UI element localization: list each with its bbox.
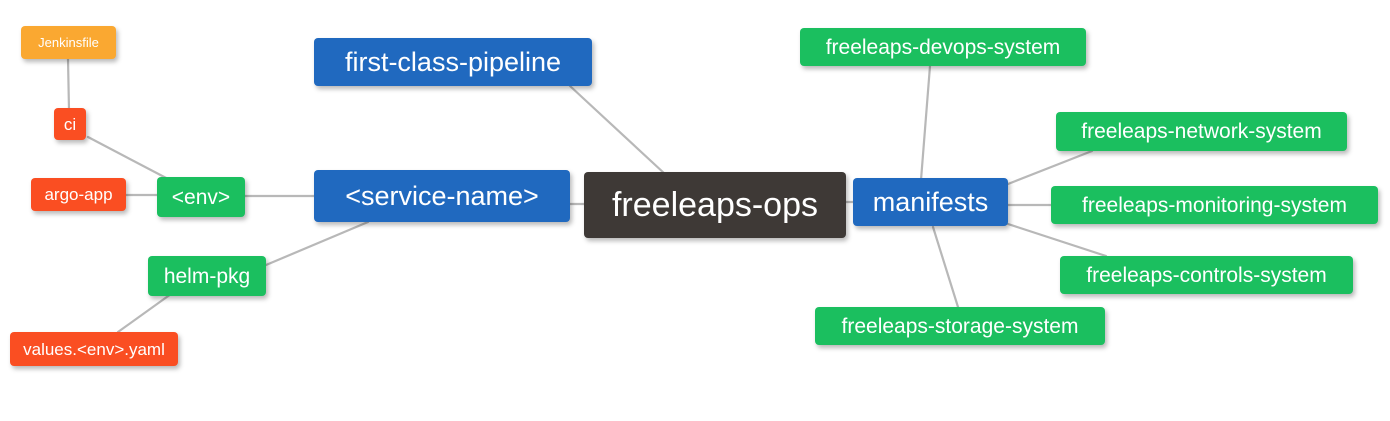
edge-service-name-helm-pkg — [264, 220, 370, 267]
node-label-freeleaps-network-system: freeleaps-network-system — [1081, 120, 1322, 143]
edge-root-first-class-pipeline — [568, 84, 667, 176]
node-freeleaps-controls-system[interactable]: freeleaps-controls-system — [1060, 256, 1353, 294]
edge-helm-pkg-values-yaml — [116, 292, 173, 334]
node-label-helm-pkg: helm-pkg — [163, 264, 251, 288]
node-manifests[interactable]: manifests — [853, 178, 1008, 226]
node-label-jenkinsfile: Jenkinsfile — [38, 35, 99, 50]
node-values-env-yaml[interactable]: values.<env>.yaml — [10, 332, 178, 366]
edge-manifests-devops-system — [919, 64, 932, 182]
node-freeleaps-ops[interactable]: freeleaps-ops — [584, 172, 846, 238]
node-argo-app[interactable]: argo-app — [31, 178, 126, 211]
node-freeleaps-storage-system[interactable]: freeleaps-storage-system — [815, 307, 1105, 345]
node-jenkinsfile[interactable]: Jenkinsfile — [21, 26, 116, 59]
node-label-freeleaps-monitoring-system: freeleaps-monitoring-system — [1082, 193, 1347, 217]
edge-env-ci — [86, 135, 172, 182]
node-label-values-env-yaml: values.<env>.yaml — [23, 339, 165, 359]
node-freeleaps-network-system[interactable]: freeleaps-network-system — [1056, 112, 1347, 151]
edge-manifests-storage-system — [931, 225, 960, 309]
edge-ci-jenkinsfile — [66, 57, 71, 112]
node-label-ci: ci — [63, 114, 77, 134]
node-label-first-class-pipeline: first-class-pipeline — [344, 46, 562, 77]
node-ci[interactable]: ci — [54, 108, 86, 140]
node-label-freeleaps-controls-system: freeleaps-controls-system — [1086, 263, 1327, 287]
node-freeleaps-devops-system[interactable]: freeleaps-devops-system — [800, 28, 1086, 66]
node-helm-pkg[interactable]: helm-pkg — [148, 256, 266, 296]
node-label-service-name: <service-name> — [345, 180, 539, 211]
node-label-freeleaps-ops: freeleaps-ops — [611, 186, 818, 224]
node-label-freeleaps-devops-system: freeleaps-devops-system — [825, 35, 1061, 59]
node-label-argo-app: argo-app — [44, 185, 113, 204]
node-label-freeleaps-storage-system: freeleaps-storage-system — [841, 314, 1079, 338]
node-label-env: <env> — [171, 185, 231, 209]
node-env[interactable]: <env> — [157, 177, 245, 217]
node-label-manifests: manifests — [872, 186, 989, 217]
node-freeleaps-monitoring-system[interactable]: freeleaps-monitoring-system — [1051, 186, 1378, 224]
node-service-name[interactable]: <service-name> — [314, 170, 570, 222]
edge-manifests-controls-system — [1006, 222, 1108, 258]
edge-manifests-network-system — [1006, 149, 1094, 186]
node-first-class-pipeline[interactable]: first-class-pipeline — [314, 38, 592, 86]
